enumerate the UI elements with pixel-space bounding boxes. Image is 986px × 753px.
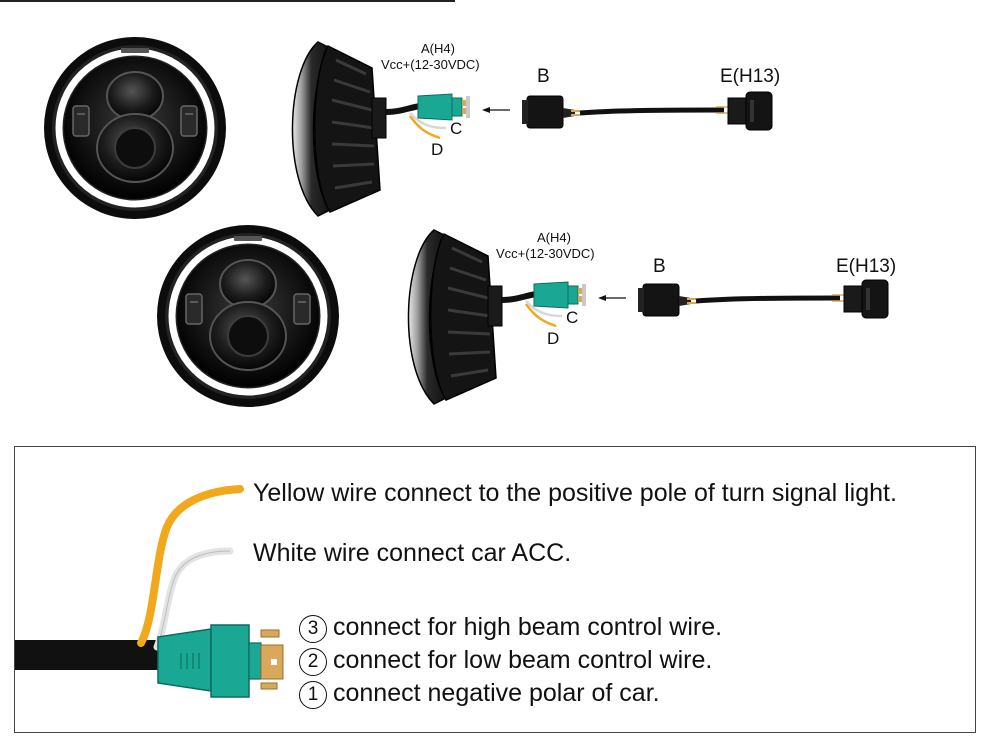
connector-a-1 <box>408 93 470 140</box>
label-e-1: E(H13) <box>720 66 781 87</box>
wiring-legend: Yellow wire connect to the positive pole… <box>14 446 976 733</box>
headlight-side-2 <box>407 229 537 405</box>
adapter-harness-2 <box>638 279 889 319</box>
top-rule <box>0 0 455 2</box>
arrow-1 <box>482 107 510 113</box>
pin-3-text: connect for high beam control wire. <box>333 613 723 641</box>
yellow-wire-note: Yellow wire connect to the positive pole… <box>253 479 897 507</box>
pin-number-1: 1 <box>299 681 327 709</box>
headlight-side-1 <box>291 41 421 217</box>
label-vcc-2: Vcc+(12-30VDC) <box>496 246 595 261</box>
label-a-1: A(H4) <box>421 41 455 56</box>
label-c-1: C <box>450 119 463 138</box>
label-d-1: D <box>431 140 444 159</box>
pin-number-2: 2 <box>299 648 327 676</box>
arrow-2 <box>598 295 626 301</box>
label-c-2: C <box>566 308 579 327</box>
white-wire-note: White wire connect car ACC. <box>253 539 572 567</box>
label-e-2: E(H13) <box>836 256 897 277</box>
label-vcc-1: Vcc+(12-30VDC) <box>381 57 480 72</box>
headlight-front-2 <box>157 225 339 407</box>
pin-number-3: 3 <box>299 615 327 643</box>
pin-2-text: connect for low beam control wire. <box>333 646 713 674</box>
pin-1-text: connect negative polar of car. <box>333 679 660 707</box>
adapter-harness-1 <box>522 91 773 131</box>
connector-a-2 <box>524 281 586 328</box>
headlight-wiring-illustration <box>44 37 889 407</box>
plug-wire-illustration <box>15 485 284 698</box>
label-d-2: D <box>547 329 560 348</box>
headlight-front-1 <box>44 37 226 219</box>
label-a-2: A(H4) <box>537 230 571 245</box>
label-b-1: B <box>537 66 550 87</box>
label-b-2: B <box>653 256 666 277</box>
